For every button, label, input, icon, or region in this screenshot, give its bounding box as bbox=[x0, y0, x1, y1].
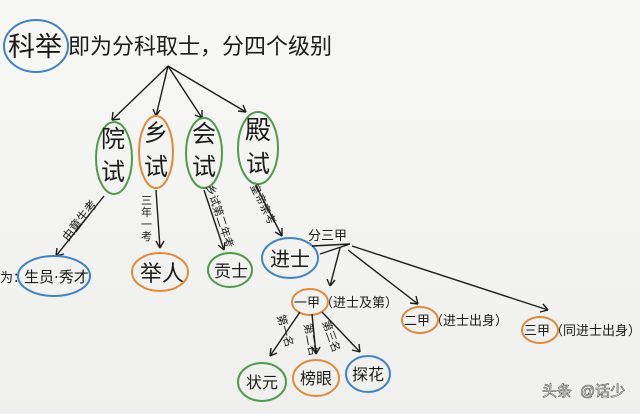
zhuangyuan-note: 第一名 bbox=[274, 313, 297, 349]
arrow-to-dianshi bbox=[167, 65, 247, 113]
yuanshi-circle bbox=[95, 121, 133, 195]
yuanshi-char-2: 试 bbox=[101, 158, 125, 186]
svg-text:由童生考: 由童生考 bbox=[59, 197, 100, 244]
arrow-to-zhuangyuan bbox=[269, 311, 301, 357]
watermark-platform: 头条 bbox=[542, 383, 572, 400]
arrow-to-xiangshi bbox=[155, 65, 169, 117]
huishi-circle bbox=[185, 117, 223, 189]
yuanshi-char-1: 院 bbox=[101, 125, 125, 153]
title-text: 即为分科取士，分四个级别 bbox=[68, 35, 332, 60]
arrow-yuanshi-result bbox=[55, 195, 105, 257]
top-three-arrows bbox=[269, 311, 361, 357]
sanjia-circle bbox=[521, 316, 559, 344]
gongshi-circle bbox=[207, 252, 253, 288]
yuanshi-note: 由童生考 bbox=[59, 197, 100, 244]
title-circle bbox=[3, 19, 69, 73]
title-branch-arrows bbox=[111, 65, 247, 121]
svg-text:皇帝亲考: 皇帝亲考 bbox=[247, 181, 279, 227]
arrow-to-sanjia bbox=[351, 245, 549, 311]
jinshi-circle bbox=[261, 237, 319, 279]
arrow-to-bangyan bbox=[311, 313, 317, 355]
svg-text:第三名: 第三名 bbox=[319, 318, 343, 354]
tanhua-circle bbox=[345, 355, 391, 393]
bangyan-note: 第二名 bbox=[301, 322, 321, 357]
level-result-arrows bbox=[55, 185, 283, 257]
yijia-circle bbox=[291, 288, 329, 316]
xiangshi-note: 三年一考 bbox=[141, 194, 152, 243]
gongshi-label: 贡士 bbox=[214, 262, 248, 282]
tanhua-note: 第三名 bbox=[319, 318, 343, 354]
watermark: 头条 @话少 bbox=[542, 383, 626, 401]
dianshi-circle bbox=[237, 111, 279, 185]
split-note: 分三甲 bbox=[308, 229, 347, 244]
dianshi-note: 皇帝亲考 bbox=[247, 181, 279, 227]
arrow-to-yijia bbox=[329, 247, 341, 287]
xiucai-label: 生员·秀才 bbox=[24, 268, 89, 286]
erjia-label: 二甲（进士出身） bbox=[404, 313, 508, 329]
bangyan-label: 榜眼 bbox=[300, 369, 332, 388]
arrow-to-huishi bbox=[167, 65, 203, 119]
xiangshi-char-2: 试 bbox=[144, 153, 168, 181]
dianshi-char-1: 殿 bbox=[245, 116, 271, 146]
jinshi-label: 进士 bbox=[270, 247, 310, 271]
bracket-line bbox=[311, 243, 351, 255]
juren-circle bbox=[131, 252, 189, 292]
xiangshi-char-1: 乡 bbox=[144, 119, 168, 147]
watermark-account: @话少 bbox=[580, 383, 625, 400]
arrow-xiangshi-result bbox=[155, 189, 161, 249]
dianshi-char-2: 试 bbox=[246, 150, 270, 178]
xiucai-circle bbox=[17, 255, 91, 297]
title-prefix: 科举 bbox=[8, 32, 62, 63]
jia-arrows bbox=[311, 243, 549, 313]
svg-text:第一名: 第一名 bbox=[274, 313, 297, 349]
svg-text:第二名: 第二名 bbox=[301, 322, 321, 357]
huishi-char-1: 会 bbox=[192, 120, 216, 148]
xiangshi-circle bbox=[138, 115, 174, 189]
result-prefix: 为： bbox=[0, 271, 26, 286]
tanhua-label: 探花 bbox=[352, 365, 384, 384]
arrow-dianshi-result bbox=[255, 185, 283, 237]
bangyan-circle bbox=[292, 359, 340, 397]
arrow-to-yuanshi bbox=[111, 65, 169, 121]
zhuangyuan-label: 状元 bbox=[246, 373, 278, 392]
erjia-circle bbox=[401, 306, 439, 334]
yijia-label: 一甲（进士及第） bbox=[294, 296, 398, 311]
arrow-huishi-result bbox=[203, 189, 225, 251]
huishi-char-2: 试 bbox=[192, 153, 216, 181]
arrow-to-erjia bbox=[347, 249, 419, 305]
zhuangyuan-circle bbox=[237, 362, 287, 402]
arrow-to-tanhua bbox=[321, 311, 361, 353]
sanjia-label: 三甲（同进士出身） bbox=[524, 323, 640, 339]
juren-label: 举人 bbox=[140, 262, 184, 287]
